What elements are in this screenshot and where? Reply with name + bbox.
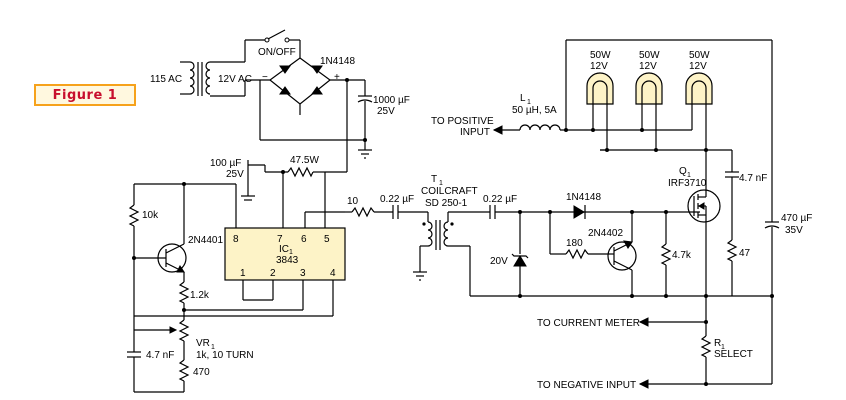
lamp-3-watts: 50W <box>689 50 710 61</box>
r1-label: R <box>714 338 721 349</box>
lamp-1-watts: 50W <box>590 50 611 61</box>
ic-name: IC <box>279 244 289 255</box>
cap-0-22uf-b-label: 0.22 µF <box>483 194 517 205</box>
zener-20v <box>511 253 529 259</box>
t1-subscript: 1 <box>439 180 443 187</box>
cap-0-22uf-a-label: 0.22 µF <box>380 194 414 205</box>
q1-label: Q <box>679 166 687 177</box>
vr1-value: 1k, 10 TURN <box>196 350 254 361</box>
lamp-2-volts: 12V <box>639 61 657 72</box>
res-10k-label: 10k <box>142 210 159 221</box>
l1-subscript: 1 <box>527 99 531 106</box>
vr1-subscript: 1 <box>211 344 215 351</box>
ic-pin-3: 3 <box>300 268 306 279</box>
q1-part: IRF3710 <box>668 178 707 189</box>
cap-470uf-label: 470 µF <box>781 213 812 224</box>
resistor-180 <box>565 248 589 260</box>
resistor-47-5w <box>287 166 314 178</box>
figure-label-box: Figure 1 <box>34 84 136 106</box>
res-470-label: 470 <box>193 367 210 378</box>
transistor-2n4401-label: 2N4401 <box>188 235 223 246</box>
resistor-r1 <box>700 335 712 358</box>
lamp-2-watts: 50W <box>639 50 660 61</box>
cap-4-7nf-right-label: 4.7 nF <box>739 173 767 184</box>
to-positive-input-line1: TO POSITIVE <box>431 116 494 127</box>
vr1-label: VR <box>196 338 210 349</box>
lamp-1 <box>586 72 614 105</box>
r1-value: SELECT <box>714 349 753 360</box>
transformer-t1 <box>427 220 449 250</box>
res-180-label: 180 <box>566 238 583 249</box>
transistor-2n4402 <box>607 241 637 271</box>
input-transformer <box>180 61 245 97</box>
q1-subscript: 1 <box>687 172 691 179</box>
cap-1000uf-voltage: 25V <box>377 106 395 117</box>
lamp-2 <box>635 72 663 105</box>
resistor-1-2k <box>178 281 190 304</box>
res-47-5w-label: 47.5W <box>290 155 319 166</box>
ic-pin-4: 4 <box>330 268 336 279</box>
res-1-2k-label: 1.2k <box>190 290 210 301</box>
mosfet-q1 <box>687 189 721 223</box>
res-10-label: 10 <box>347 196 359 207</box>
l1-label: L <box>520 93 526 104</box>
t1-maker: COILCRAFT <box>421 186 478 197</box>
to-positive-input-line2: INPUT <box>460 127 490 138</box>
zener-20v-label: 20V <box>490 256 508 267</box>
cap-1000uf-label: 1000 µF <box>373 95 410 106</box>
r1-subscript: 1 <box>721 344 725 351</box>
on-off-switch <box>267 29 286 40</box>
switch-label: ON/OFF <box>258 47 296 58</box>
inductor-l1 <box>519 124 561 131</box>
l1-value: 50 µH, 5A <box>512 105 557 116</box>
ic-name-subscript: 1 <box>289 249 293 256</box>
resistor-10 <box>351 206 375 218</box>
svg-text:−: − <box>262 72 268 83</box>
to-negative-input-label: TO NEGATIVE INPUT <box>537 380 636 391</box>
potentiometer-vr1 <box>178 319 190 342</box>
diode-1n4148-label: 1N4148 <box>566 192 601 203</box>
ic-pin-5: 5 <box>324 234 330 245</box>
t1-part: SD 250-1 <box>425 198 468 209</box>
cap-470uf-voltage: 35V <box>785 225 803 236</box>
lamp-1-volts: 12V <box>590 61 608 72</box>
ic-pin-8: 8 <box>233 234 239 245</box>
lamp-3 <box>685 72 713 105</box>
ic-part-number: 3843 <box>276 255 299 266</box>
cap-4-7nf-left-label: 4.7 nF <box>146 350 174 361</box>
ic-pin-7: 7 <box>277 234 283 245</box>
cap-100uf-label: 100 µF <box>210 158 241 169</box>
ic-3843 <box>224 227 346 281</box>
ac-input-label: 115 AC <box>150 74 182 85</box>
ic-pin-2: 2 <box>270 268 276 279</box>
figure-label: Figure 1 <box>52 87 118 103</box>
bridge-rectifier <box>269 57 331 105</box>
lamp-3-volts: 12V <box>689 61 707 72</box>
resistor-470 <box>178 359 190 382</box>
cap-100uf-voltage: 25V <box>226 169 244 180</box>
t1-label: T <box>431 174 437 185</box>
to-current-meter-label: TO CURRENT METER <box>537 318 640 329</box>
res-4-7k-label: 4.7k <box>672 250 692 261</box>
resistor-47 <box>726 239 738 262</box>
ac-output-label: 12V AC <box>218 74 252 85</box>
svg-text:+: + <box>334 72 340 83</box>
transistor-2n4402-label: 2N4402 <box>588 228 623 239</box>
res-47-label: 47 <box>739 248 751 259</box>
bridge-label: 1N4148 <box>320 56 355 67</box>
resistor-10k <box>128 204 140 227</box>
resistor-4-7k <box>660 243 672 266</box>
ic-pin-1: 1 <box>240 268 246 279</box>
ic-pin-6: 6 <box>301 234 307 245</box>
